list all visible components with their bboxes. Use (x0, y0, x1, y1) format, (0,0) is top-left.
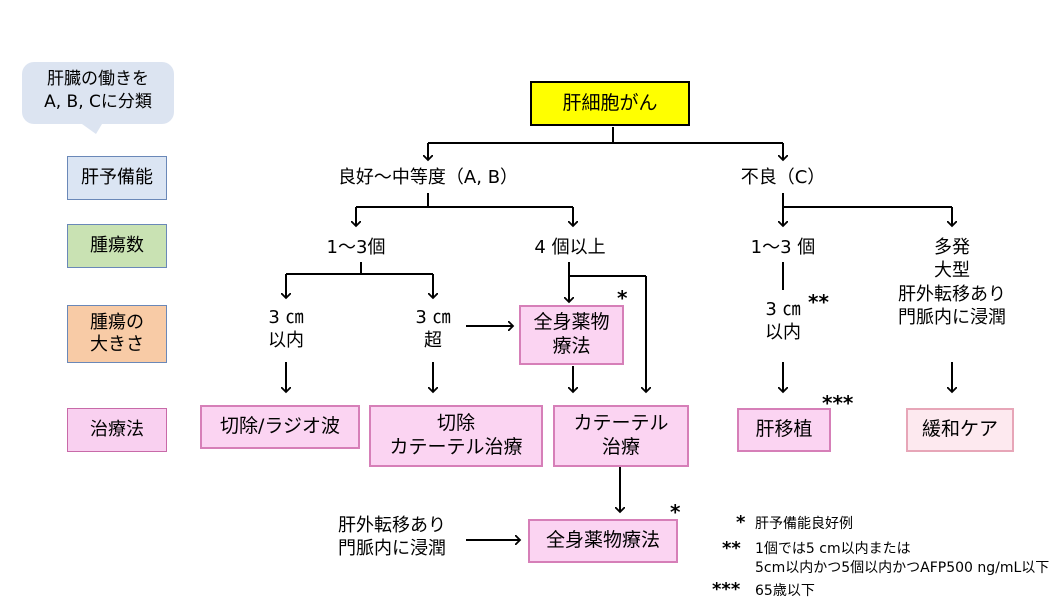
size-right-note-mark: ** (808, 290, 829, 314)
treatment-palliative-care-text: 緩和ケア (921, 418, 998, 441)
multiple-tumors-block: 多発 大型 肝外転移あり 門脈内に浸潤 (872, 236, 1032, 330)
note-2-mark: ** (722, 538, 741, 559)
treatment-catheter-line-2: 治療 (601, 436, 640, 458)
count-1-3-left: 1〜3個 (326, 237, 386, 258)
side-label-treatment-text: 治療法 (90, 418, 144, 440)
side-label-liver-function-text: 肝予備能 (81, 166, 153, 188)
size-within-3cm-left: 3 ㎝ 以内 (256, 306, 316, 353)
side-label-treatment: 治療法 (67, 408, 167, 452)
multiple-tumors-line-1: 多発 (934, 237, 970, 258)
treatment-liver-transplant: 肝移植 (737, 408, 831, 452)
transplant-note-mark: *** (822, 391, 854, 415)
note-1-text: 肝予備能良好例 (755, 516, 853, 532)
side-label-liver-function: 肝予備能 (67, 156, 167, 200)
treatment-liver-transplant-text: 肝移植 (755, 418, 813, 441)
note-2-text-cont: 5cm以内かつ5個以内かつAFP500 ng/mL以下 (755, 560, 1050, 576)
count-4-plus: 4 個以上 (534, 237, 606, 258)
side-label-tumor-size: 腫瘍の 大きさ (67, 305, 167, 363)
count-1-3-right: 1〜3 個 (750, 237, 816, 258)
treatment-resection-rfa-text: 切除/ラジオ波 (219, 415, 341, 438)
side-label-tumor-count: 腫瘍数 (67, 224, 167, 268)
systemic-therapy-top-line-1: 全身薬物 (533, 311, 610, 334)
treatment-resection-catheter-line-1: 切除 (436, 412, 475, 435)
size-within-3cm-right-line-2: 以内 (765, 322, 801, 344)
note-3-text: 65歳以下 (755, 583, 815, 599)
systemic-therapy-bottom-mark: * (670, 500, 681, 524)
systemic-therapy-top-mark: * (617, 286, 628, 310)
treatment-palliative-care: 緩和ケア (906, 408, 1014, 452)
treatment-resection-catheter: 切除 カテーテル治療 (369, 405, 543, 467)
side-label-tumor-size-line-2: 大きさ (90, 334, 144, 355)
systemic-therapy-top-line-2: 療法 (552, 335, 591, 357)
multiple-tumors-line-3: 肝外転移あり (898, 283, 1006, 305)
size-over-3cm-line-1: 3 ㎝ (415, 307, 451, 328)
metastasis-condition: 肝外転移あり 門脈内に浸潤 (322, 514, 462, 561)
callout-line-2: A, B, Cに分類 (44, 91, 152, 112)
systemic-therapy-bottom: 全身薬物療法 (528, 519, 678, 563)
size-over-3cm: 3 ㎝ 超 (403, 306, 463, 353)
systemic-therapy-bottom-text: 全身薬物療法 (545, 529, 660, 552)
note-1-mark: * (736, 512, 746, 533)
classification-callout: 肝臓の働きを A, B, Cに分類 (22, 62, 174, 124)
treatment-resection-rfa: 切除/ラジオ波 (200, 405, 360, 449)
multiple-tumors-line-4: 門脈内に浸潤 (898, 307, 1006, 329)
side-label-tumor-size-line-1: 腫瘍の (90, 311, 144, 333)
branch-good-function: 良好〜中等度（A, B） (337, 167, 519, 188)
size-over-3cm-line-2: 超 (424, 330, 442, 352)
root-node-hcc: 肝細胞がん (530, 81, 690, 126)
metastasis-condition-line-2: 門脈内に浸潤 (338, 538, 446, 560)
side-label-tumor-count-text: 腫瘍数 (90, 234, 144, 256)
root-node-text: 肝細胞がん (562, 91, 658, 114)
size-within-3cm-left-line-1: 3 ㎝ (268, 307, 304, 328)
treatment-resection-catheter-line-2: カテーテル治療 (389, 436, 523, 458)
size-within-3cm-right-line-1: 3 ㎝ (765, 299, 801, 320)
treatment-catheter: カテーテル 治療 (553, 405, 689, 467)
callout-line-1: 肝臓の働きを (47, 69, 149, 89)
branch-poor-function: 不良（C） (740, 167, 826, 188)
note-3-mark: *** (712, 579, 741, 600)
note-2-text: 1個では5 cm以内または (755, 541, 911, 557)
size-within-3cm-left-line-2: 以内 (268, 330, 304, 352)
metastasis-condition-line-1: 肝外転移あり (338, 515, 446, 536)
treatment-catheter-line-1: カテーテル (573, 412, 669, 435)
size-within-3cm-right: 3 ㎝ 以内 (753, 298, 813, 345)
systemic-therapy-top: 全身薬物 療法 (519, 305, 624, 365)
multiple-tumors-line-2: 大型 (934, 260, 970, 282)
